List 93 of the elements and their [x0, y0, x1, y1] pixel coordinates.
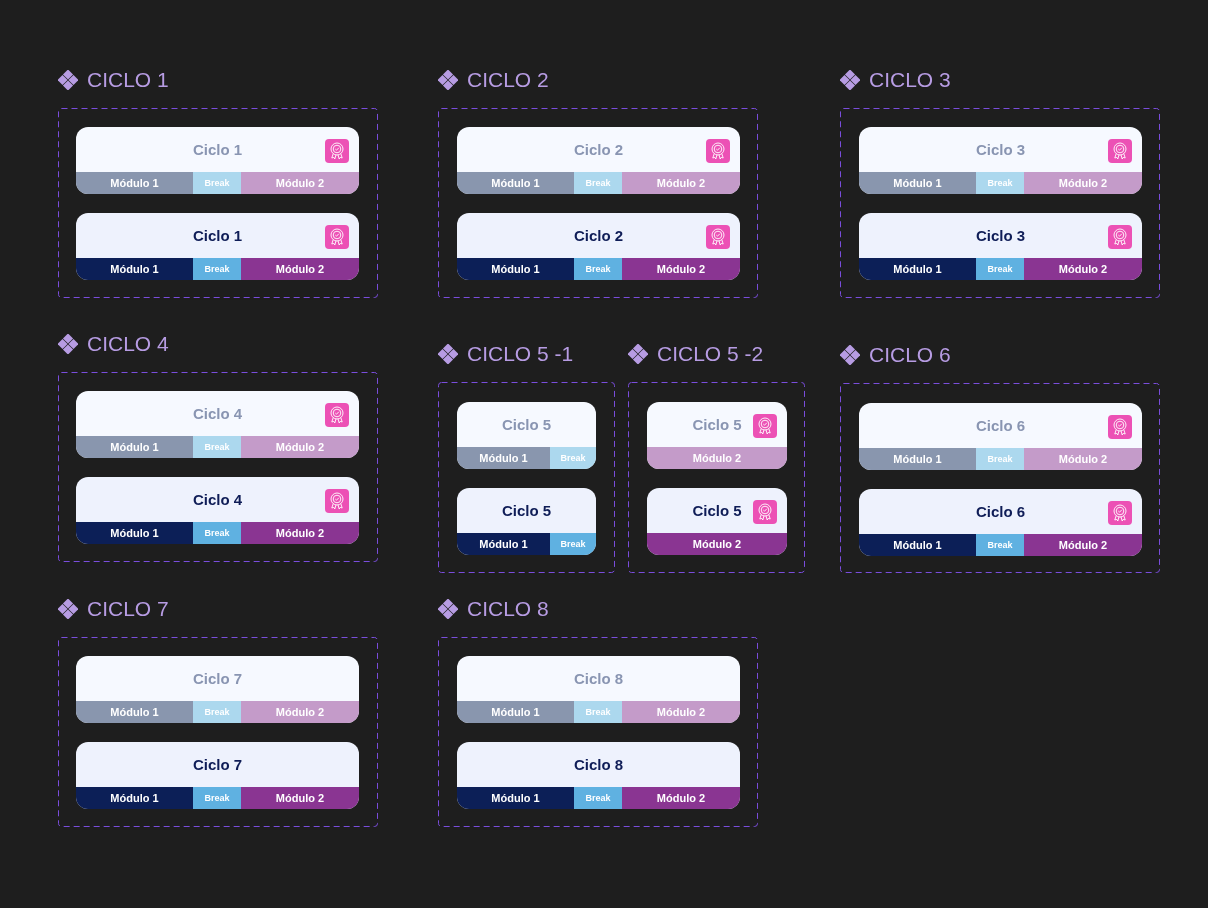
- module-segment: Módulo 1: [457, 258, 574, 280]
- module-segment: Módulo 1: [76, 258, 193, 280]
- break-segment: Break: [550, 533, 596, 555]
- module-segment: Módulo 1: [76, 172, 193, 194]
- module-segment: Módulo 1: [76, 701, 193, 723]
- card-title: Ciclo 2: [573, 227, 624, 244]
- group-heading: CICLO 4: [87, 332, 169, 356]
- module-segment: Módulo 1: [859, 258, 976, 280]
- module-segment: Módulo 1: [859, 448, 976, 470]
- break-segment: Break: [193, 787, 241, 809]
- break-segment: Break: [193, 436, 241, 458]
- card-title: Ciclo 4: [192, 491, 243, 508]
- module-segment: Módulo 1: [859, 172, 976, 194]
- cycle-card: [647, 488, 787, 555]
- module-segment: Módulo 2: [622, 172, 740, 194]
- card-title: Ciclo 8: [573, 756, 624, 773]
- card-title: Ciclo 5: [692, 416, 742, 433]
- cycle-card: [457, 488, 596, 555]
- module-segment: Módulo 2: [241, 787, 359, 809]
- card-title: Ciclo 8: [573, 670, 624, 687]
- cycle-card: [76, 656, 359, 723]
- cycle-card: [859, 403, 1142, 470]
- module-segment: Módulo 2: [1024, 172, 1142, 194]
- break-segment: Break: [550, 447, 596, 469]
- cycle-card: [76, 213, 359, 280]
- break-segment: Break: [193, 701, 241, 723]
- group-heading: CICLO 5 -1: [467, 342, 574, 366]
- card-title: Ciclo 7: [192, 756, 243, 773]
- group-heading: CICLO 2: [467, 68, 549, 92]
- group-heading: CICLO 3: [869, 68, 951, 92]
- card-title: Ciclo 7: [192, 670, 243, 687]
- group-heading: CICLO 8: [467, 597, 549, 621]
- card-title: Ciclo 3: [975, 227, 1026, 244]
- card-title: Ciclo 5: [692, 502, 742, 519]
- break-segment: Break: [574, 258, 622, 280]
- card-title: Ciclo 5: [501, 416, 552, 433]
- module-segment: Módulo 1: [76, 522, 193, 544]
- group-heading: CICLO 6: [869, 343, 951, 367]
- cycle-card: [647, 402, 787, 469]
- module-segment: Módulo 2: [241, 436, 359, 458]
- module-segment: Módulo 1: [76, 787, 193, 809]
- break-segment: Break: [574, 787, 622, 809]
- module-segment: Módulo 2: [1024, 534, 1142, 556]
- group-heading: CICLO 1: [87, 68, 169, 92]
- break-segment: Break: [193, 522, 241, 544]
- card-title: Ciclo 6: [975, 503, 1026, 520]
- cycle-card: [859, 127, 1142, 194]
- break-segment: Break: [574, 172, 622, 194]
- break-segment: Break: [976, 258, 1024, 280]
- module-segment: Módulo 2: [1024, 258, 1142, 280]
- module-segment: Módulo 2: [622, 787, 740, 809]
- group-heading: CICLO 7: [87, 597, 169, 621]
- module-segment: Módulo 2: [622, 258, 740, 280]
- module-segment: Módulo 2: [241, 172, 359, 194]
- module-segment: Módulo 1: [859, 534, 976, 556]
- cycle-card: [457, 213, 740, 280]
- module-segment: Módulo 2: [647, 533, 787, 555]
- module-segment: Módulo 2: [647, 447, 787, 469]
- break-segment: Break: [193, 172, 241, 194]
- module-segment: Módulo 1: [457, 787, 574, 809]
- module-segment: Módulo 1: [457, 533, 550, 555]
- card-title: Ciclo 4: [192, 405, 243, 422]
- card-title: Ciclo 2: [573, 141, 624, 158]
- cycle-card: [859, 213, 1142, 280]
- module-segment: Módulo 1: [76, 436, 193, 458]
- card-title: Ciclo 3: [975, 141, 1026, 158]
- break-segment: Break: [976, 172, 1024, 194]
- cycle-card: [457, 742, 740, 809]
- break-segment: Break: [574, 701, 622, 723]
- break-segment: Break: [976, 448, 1024, 470]
- card-title: Ciclo 1: [192, 227, 243, 244]
- cycle-card: [76, 127, 359, 194]
- cycle-card: [76, 742, 359, 809]
- cycle-card: [457, 127, 740, 194]
- group-heading: CICLO 5 -2: [657, 342, 764, 366]
- module-segment: Módulo 1: [457, 701, 574, 723]
- cycle-card: [859, 489, 1142, 556]
- module-segment: Módulo 2: [241, 522, 359, 544]
- cycle-card: [76, 391, 359, 458]
- cycle-card: [457, 402, 596, 469]
- module-segment: Módulo 2: [241, 701, 359, 723]
- module-segment: Módulo 2: [241, 258, 359, 280]
- cycle-card: [76, 477, 359, 544]
- break-segment: Break: [976, 534, 1024, 556]
- module-segment: Módulo 2: [622, 701, 740, 723]
- module-segment: Módulo 1: [457, 447, 550, 469]
- break-segment: Break: [193, 258, 241, 280]
- card-title: Ciclo 1: [192, 141, 243, 158]
- module-segment: Módulo 1: [457, 172, 574, 194]
- card-title: Ciclo 6: [975, 417, 1026, 434]
- card-title: Ciclo 5: [501, 502, 552, 519]
- cycle-card: [457, 656, 740, 723]
- module-segment: Módulo 2: [1024, 448, 1142, 470]
